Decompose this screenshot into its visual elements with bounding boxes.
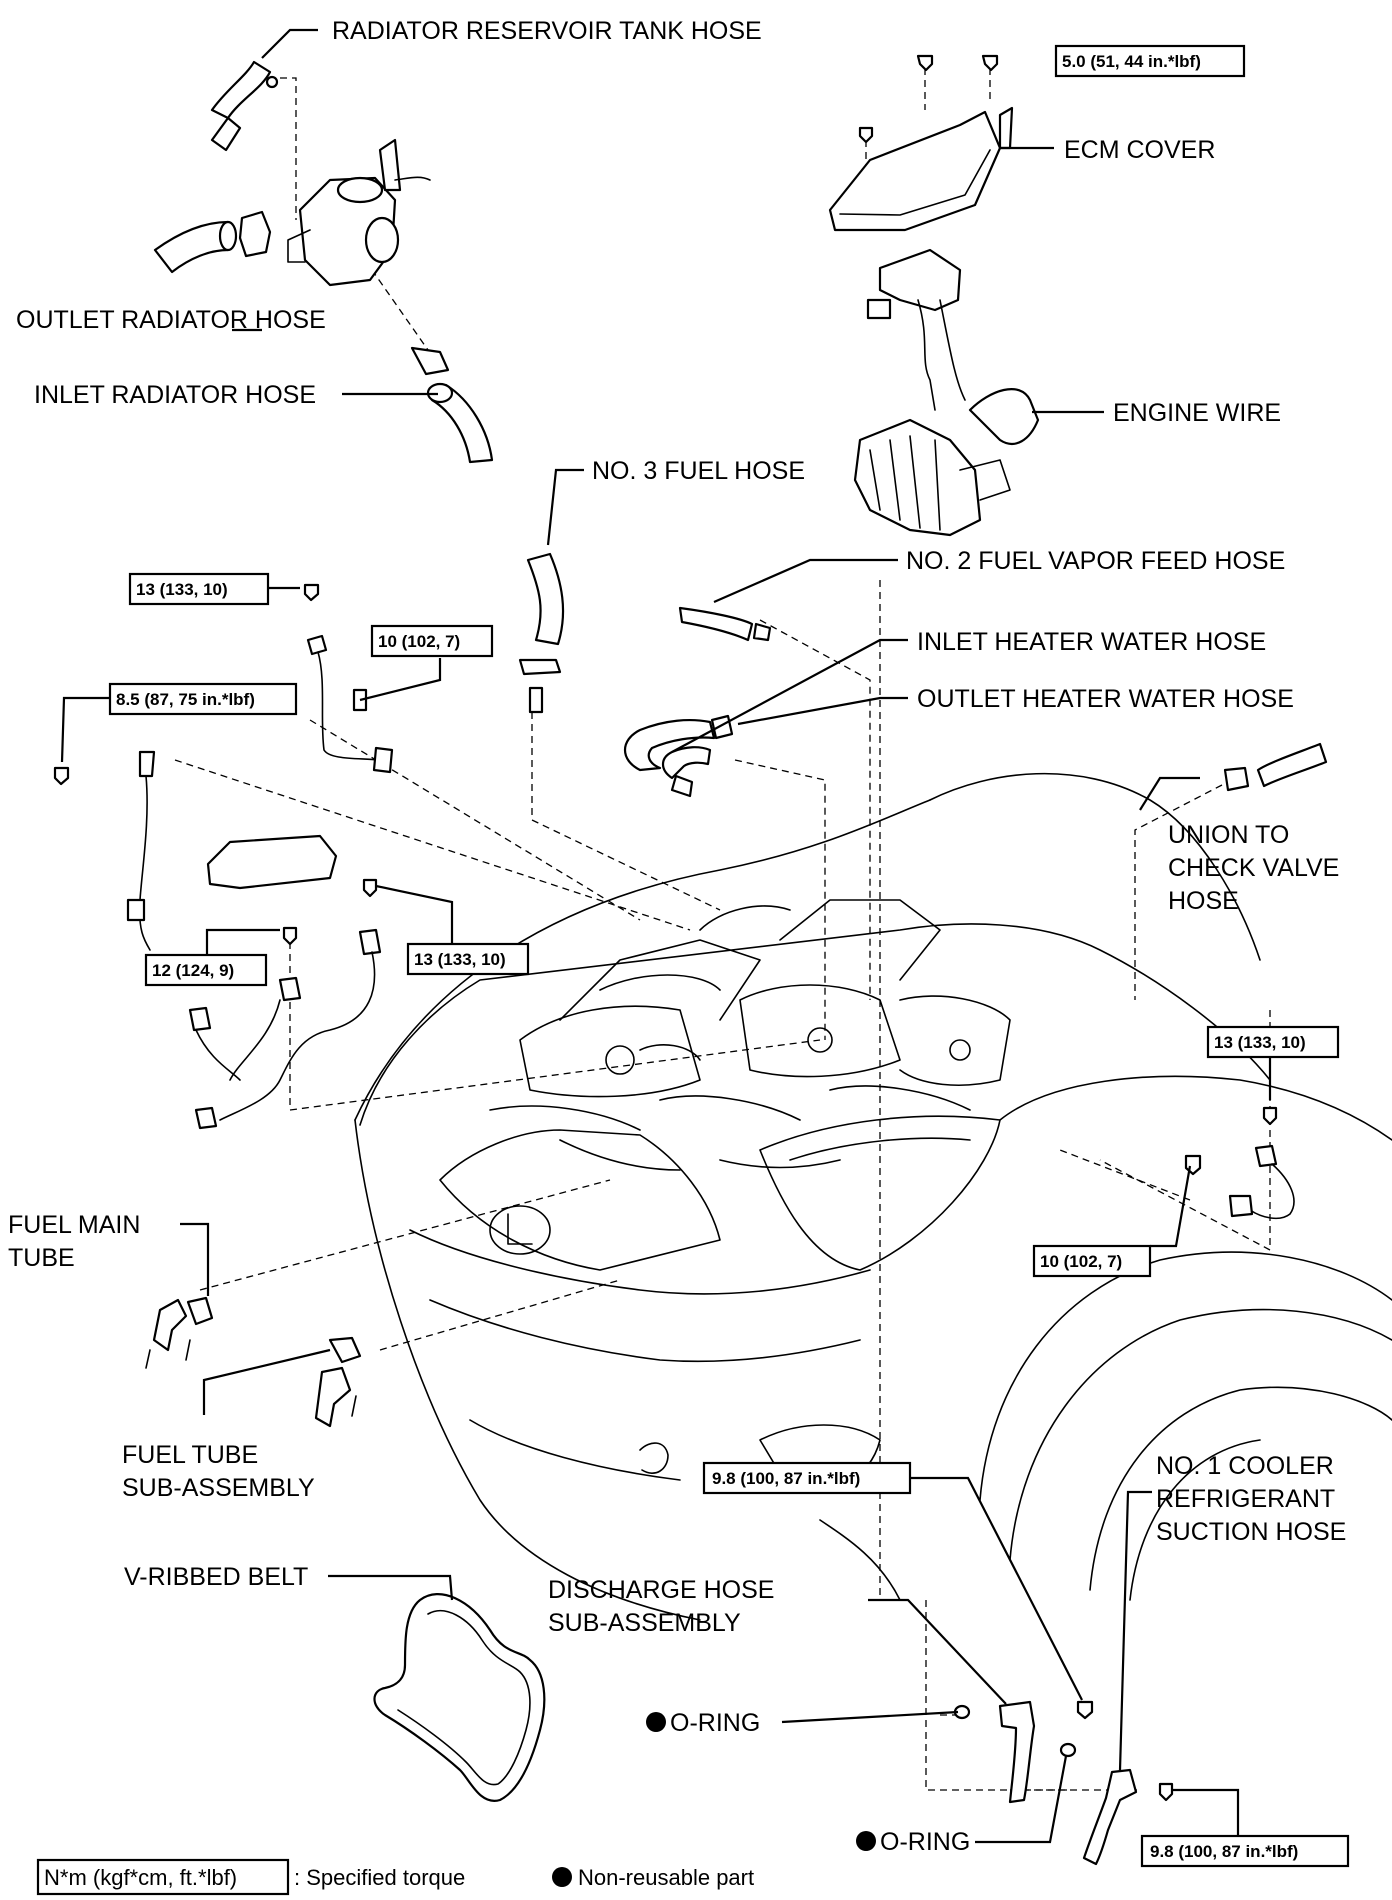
legend-non-reusable-marker (552, 1867, 572, 1887)
torque-ground-right-nut: 10 (102, 7) (1040, 1252, 1122, 1271)
torque-ground-right-bolt: 13 (133, 10) (1214, 1033, 1306, 1052)
label-union-to-check-valve-hose-3: HOSE (1168, 887, 1239, 915)
label-no1-cooler-refrigerant-suction-hose-2: REFRIGERANT (1156, 1485, 1335, 1513)
part-labels: RADIATOR RESERVOIR TANK HOSE OUTLET RADI… (8, 17, 1346, 1856)
label-outlet-radiator-hose: OUTLET RADIATOR HOSE (16, 306, 326, 334)
label-no3-fuel-hose: NO. 3 FUEL HOSE (592, 457, 805, 485)
label-fuel-tube-sub-assembly-1: FUEL TUBE (122, 1441, 258, 1469)
v-ribbed-belt-part (373, 1593, 546, 1802)
label-engine-wire: ENGINE WIRE (1113, 399, 1281, 427)
non-reusable-marker-lower (856, 1831, 876, 1851)
no2-fuel-vapor-feed-hose-part (678, 606, 772, 642)
heater-water-hoses-part (624, 714, 734, 798)
leader-lines (60, 28, 1272, 1844)
torque-ground-left-top: 13 (133, 10) (136, 580, 228, 599)
label-fuel-main-tube-1: FUEL MAIN (8, 1211, 140, 1239)
label-radiator-reservoir-tank-hose: RADIATOR RESERVOIR TANK HOSE (332, 17, 762, 45)
ground-wire-right-part (1184, 1106, 1295, 1220)
label-outlet-heater-water-hose: OUTLET HEATER WATER HOSE (917, 685, 1294, 713)
vehicle-front-illustration (354, 772, 1392, 1621)
outlet-radiator-hose-part (153, 210, 272, 274)
fuel-main-tube-part (145, 1296, 214, 1369)
label-inlet-heater-water-hose: INLET HEATER WATER HOSE (917, 628, 1266, 656)
suction-hose-part (1059, 1742, 1174, 1866)
torque-ground-bracket: 10 (102, 7) (378, 632, 460, 651)
engine-wire-part (853, 248, 1040, 537)
legend: N*m (kgf*cm, ft.*lbf) : Specified torque… (36, 1858, 754, 1896)
ecm-cover-part (828, 54, 1014, 232)
torque-harness-nut: 12 (124, 9) (152, 961, 234, 980)
label-o-ring-lower: O-RING (880, 1828, 970, 1856)
torque-suction-bolt: 9.8 (100, 87 in.*lbf) (1150, 1842, 1298, 1861)
label-v-ribbed-belt: V-RIBBED BELT (124, 1563, 308, 1591)
torque-ecm-cover-bolt: 5.0 (51, 44 in.*lbf) (1062, 52, 1201, 71)
label-fuel-tube-sub-assembly-2: SUB-ASSEMBLY (122, 1474, 315, 1502)
assembly-guide-lines (174, 68, 1271, 1791)
torque-specs: 5.0 (51, 44 in.*lbf) 13 (133, 10) 10 (10… (108, 44, 1350, 1868)
ground-wire-upper-part (303, 583, 394, 774)
water-outlet-housing-part (287, 138, 431, 287)
label-union-to-check-valve-hose-1: UNION TO (1168, 821, 1289, 849)
label-discharge-hose-sub-assembly-2: SUB-ASSEMBLY (548, 1609, 741, 1637)
legend-non-reusable: Non-reusable part (578, 1865, 754, 1890)
label-discharge-hose-sub-assembly-1: DISCHARGE HOSE (548, 1576, 774, 1604)
union-to-check-valve-hose-part (1223, 742, 1328, 792)
label-no2-fuel-vapor-feed-hose: NO. 2 FUEL VAPOR FEED HOSE (906, 547, 1285, 575)
label-no1-cooler-refrigerant-suction-hose-3: SUCTION HOSE (1156, 1518, 1346, 1546)
legend-torque-desc: : Specified torque (294, 1865, 465, 1890)
discharge-hose-part (953, 1700, 1094, 1804)
legend-torque-unit: N*m (kgf*cm, ft.*lbf) (44, 1865, 237, 1890)
torque-discharge-bolt: 9.8 (100, 87 in.*lbf) (712, 1469, 860, 1488)
label-o-ring-upper: O-RING (670, 1709, 760, 1737)
label-no1-cooler-refrigerant-suction-hose-1: NO. 1 COOLER (1156, 1452, 1334, 1480)
ground-wire-left-part (53, 750, 156, 951)
no3-fuel-hose-part (518, 552, 565, 714)
label-ecm-cover: ECM COVER (1064, 136, 1215, 164)
label-inlet-radiator-hose: INLET RADIATOR HOSE (34, 381, 316, 409)
torque-relay-box-nut: 13 (133, 10) (414, 950, 506, 969)
label-union-to-check-valve-hose-2: CHECK VALVE (1168, 854, 1339, 882)
relay-box-and-harness-part (188, 834, 382, 1130)
inlet-radiator-hose-part (410, 346, 494, 464)
label-fuel-main-tube-2: TUBE (8, 1244, 75, 1272)
radiator-reservoir-tank-hose-part (210, 60, 279, 152)
torque-ground-left-bolt: 8.5 (87, 75 in.*lbf) (116, 690, 255, 709)
non-reusable-marker-upper (646, 1712, 666, 1732)
fuel-tube-sub-assembly-part (314, 1336, 362, 1428)
